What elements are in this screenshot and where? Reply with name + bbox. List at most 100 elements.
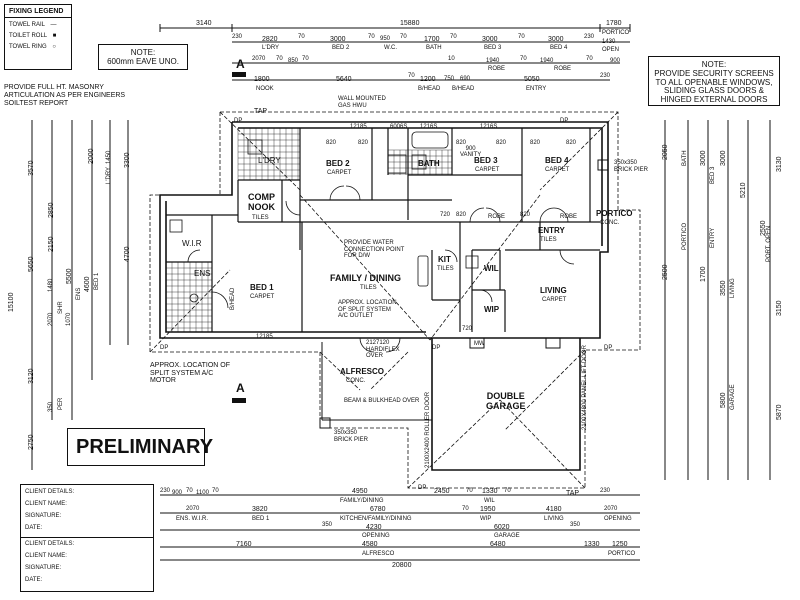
- room-bed4: BED 4: [545, 156, 569, 165]
- dim-text: 820: [456, 212, 467, 218]
- dim-label: SHR: [58, 301, 64, 314]
- dim-text: 12185: [350, 124, 367, 130]
- dim-text: 350: [570, 522, 581, 528]
- dim-text: 230: [232, 34, 243, 40]
- security-note-text: NOTE: PROVIDE SECURITY SCREENS TO ALL OP…: [654, 60, 774, 105]
- dim-text: 15880: [400, 20, 420, 27]
- vanity-label: 900 VANITY: [460, 146, 482, 158]
- legend-item-towel-ring: TOWEL RING ○: [9, 44, 56, 50]
- towel-ring-icon: ○: [52, 44, 56, 50]
- dim-label: FAMILY/DINING: [340, 498, 384, 504]
- roller-door-label: 2100X2400 ROLLER DOOR: [425, 391, 431, 468]
- dim-text: 1940: [486, 58, 500, 64]
- dim-label: PER: [58, 397, 64, 410]
- bulkhead-label: B/HEAD: [230, 287, 236, 310]
- dim-text: 5870: [776, 404, 783, 420]
- room-laundry: L'DRY: [258, 156, 281, 165]
- client-details-label: CLIENT DETAILS:: [25, 541, 75, 547]
- dim-text: 2070: [252, 56, 266, 62]
- room-double-garage: DOUBLE GARAGE: [486, 391, 526, 411]
- dim-label: PORTICO: [602, 30, 630, 36]
- dim-text: 4230: [366, 524, 382, 531]
- dim-text: 3820: [252, 506, 268, 513]
- dim-text: 3120: [28, 368, 35, 384]
- dim-text: 1330: [482, 488, 498, 495]
- dim-text: 70: [450, 34, 457, 40]
- dim-text: 70: [466, 488, 473, 494]
- dim-text: 70: [462, 506, 469, 512]
- dim-text: 230: [600, 73, 611, 79]
- legend-item-label: TOWEL RAIL: [9, 22, 45, 28]
- dim-text: 12185: [256, 334, 273, 340]
- dim-text: 3300: [124, 152, 131, 168]
- room-bed2-floor: CARPET: [327, 170, 352, 176]
- dim-text: 820: [456, 140, 467, 146]
- section-marker-bottom: A: [236, 381, 245, 395]
- dim-label: LIVING: [730, 278, 736, 298]
- dim-text: 2750: [28, 434, 35, 450]
- meter-box-label: MW: [474, 341, 485, 347]
- dim-label: B/HEAD: [452, 86, 475, 92]
- dim-text: 820: [530, 140, 541, 146]
- dim-text: 3140: [196, 20, 212, 27]
- room-living: LIVING: [540, 286, 567, 295]
- masonry-note: PROVIDE FULL HT. MASONRY ARTICULATION AS…: [4, 84, 126, 108]
- dim-text: 820: [566, 140, 577, 146]
- room-entry-floor: TILES: [540, 237, 557, 243]
- downpipe-label: DP: [604, 345, 613, 351]
- dim-label: BATH: [426, 45, 442, 51]
- dim-label: WIL: [484, 498, 495, 504]
- dim-text: 4580: [362, 541, 378, 548]
- room-bed3: BED 3: [474, 156, 498, 165]
- dim-text: 7160: [236, 541, 252, 548]
- dim-text: 3130: [776, 156, 783, 172]
- dim-label: ENTRY: [526, 86, 547, 92]
- dim-label: KITCHEN/FAMILY/DINING: [340, 516, 412, 522]
- dim-label: ROBE: [554, 66, 572, 72]
- room-ens: ENS: [194, 269, 211, 278]
- dim-text: 3150: [776, 300, 783, 316]
- room-portico-floor: CONC.: [600, 220, 620, 226]
- section-arrow-top: [232, 72, 246, 77]
- dim-text: 3000: [720, 150, 727, 166]
- dim-text: 15100: [8, 292, 15, 312]
- section-arrow-bottom: [232, 398, 246, 403]
- dim-text: 690: [460, 76, 471, 82]
- dim-text: 2820: [262, 36, 278, 43]
- dim-text: 900: [172, 490, 183, 496]
- dim-text: 1950: [480, 506, 496, 513]
- dim-text: 2150: [48, 236, 55, 252]
- dim-label: NOOK: [256, 86, 274, 92]
- dim-text: 820: [358, 140, 369, 146]
- legend-item-toilet-roll: TOILET ROLL ■: [9, 33, 56, 39]
- dim-text: 70: [302, 56, 309, 62]
- room-alfresco-floor: CONC.: [346, 378, 366, 384]
- legend-item-label: TOWEL RING: [9, 44, 47, 50]
- dim-text: 10: [448, 56, 455, 62]
- downpipe-label: DP: [560, 118, 569, 124]
- dim-text: 820: [496, 140, 507, 146]
- dim-text: 3000: [330, 36, 346, 43]
- dim-text: 2070: [604, 506, 618, 512]
- dim-text: 70: [186, 488, 193, 494]
- room-entry: ENTRY: [538, 226, 565, 235]
- dim-label: BED 3: [484, 45, 502, 51]
- client-details-label: CLIENT DETAILS:: [25, 489, 75, 495]
- room-kitchen-floor: TILES: [437, 266, 454, 272]
- dim-label: BED 2: [332, 45, 350, 51]
- dim-label: ALFRESCO: [362, 551, 395, 557]
- robe-label-bed3: ROBE: [488, 214, 506, 220]
- dim-text: 5650: [28, 256, 35, 272]
- dim-text: 5210: [740, 182, 747, 198]
- dim-text: 6780: [370, 506, 386, 513]
- dishwasher-water-note: PROVIDE WATER CONNECTION POINT FOR D/W: [344, 240, 405, 260]
- dim-text: 1100: [196, 490, 209, 496]
- dim-text: 3570: [28, 160, 35, 176]
- dim-text: 70: [408, 73, 415, 79]
- brick-pier-note: 350x350 BRICK PIER: [334, 430, 369, 443]
- dim-text: 2000: [88, 148, 95, 164]
- dim-label: ROBE: [488, 66, 506, 72]
- dim-text: 230: [232, 73, 243, 79]
- dim-text: 70: [518, 34, 525, 40]
- legend-item-label: TOILET ROLL: [9, 33, 47, 39]
